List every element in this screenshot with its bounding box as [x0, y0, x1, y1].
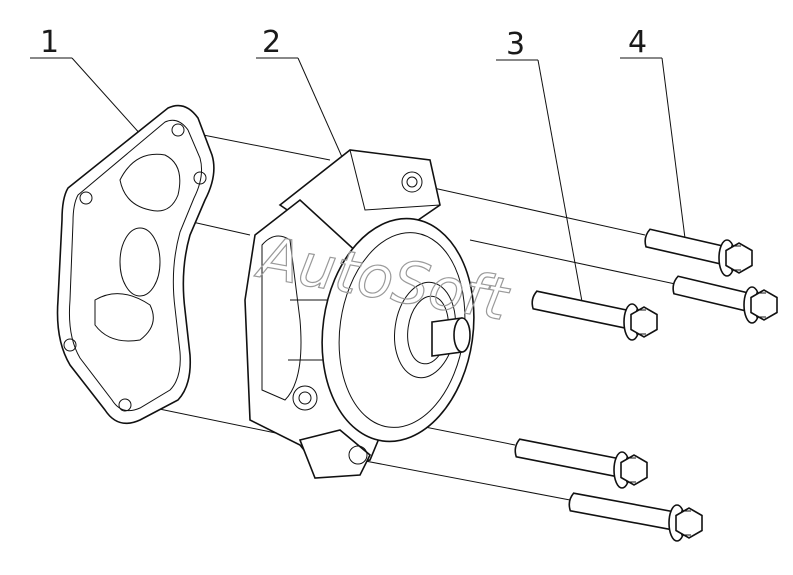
- callout-1-leader: [71, 57, 143, 137]
- bolt-upper-right-b: [672, 275, 778, 324]
- callout-3-leader: [537, 59, 586, 319]
- callout-4-leader: [661, 57, 687, 247]
- callout-3-label: 3: [506, 27, 525, 62]
- callout-3: 3: [496, 27, 586, 319]
- callout-1: 1: [30, 25, 143, 137]
- bolts-group: [514, 228, 778, 542]
- callout-2-leader: [297, 57, 351, 176]
- callout-2: 2: [256, 25, 351, 176]
- callout-1-label: 1: [40, 25, 59, 60]
- gasket-center-hole: [119, 227, 161, 297]
- callout-4: 4: [620, 25, 687, 247]
- callout-4-label: 4: [628, 25, 647, 60]
- bolt-upper-right-a: [644, 228, 753, 277]
- gasket-part-1: [56, 104, 215, 425]
- bolt-lower-a: [514, 438, 648, 489]
- bolt-lower-b: [568, 492, 703, 542]
- gasket-upper-window: [119, 153, 181, 212]
- gasket-lower-window: [94, 293, 154, 342]
- pump-housing-part-2: [244, 149, 475, 479]
- callout-2-label: 2: [262, 25, 281, 60]
- bolt-middle: [531, 290, 658, 341]
